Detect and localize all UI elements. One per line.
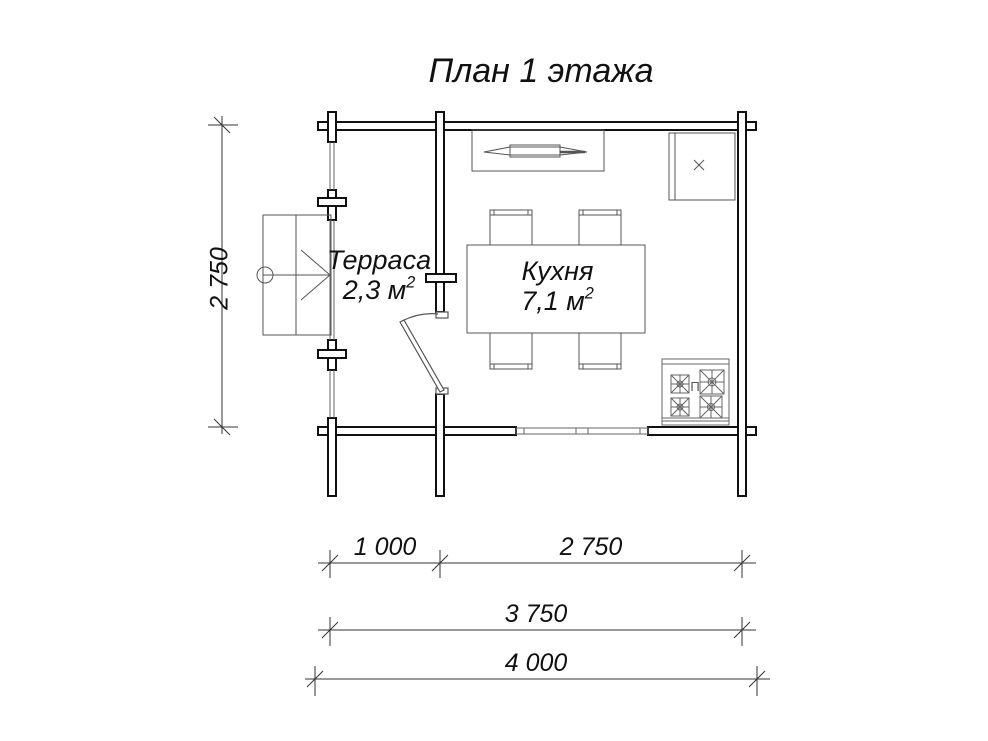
dimension-vertical-left: 2 750 bbox=[205, 247, 234, 310]
wall-bottom-left bbox=[317, 426, 517, 436]
dimension-bottom-2750: 2 750 bbox=[559, 533, 623, 561]
dimension-bottom-3750: 3 750 bbox=[504, 600, 568, 628]
room-label-terrace: Терраса 2,3 м2 bbox=[318, 245, 440, 305]
wall-top bbox=[317, 121, 757, 131]
dimension-bottom-4000: 4 000 bbox=[504, 649, 568, 677]
room-area-kitchen: 7,1 м2 bbox=[521, 284, 594, 317]
dimension-lines bbox=[208, 116, 770, 696]
wall-partition-lower bbox=[435, 393, 445, 497]
fridge bbox=[668, 132, 736, 201]
dimension-bottom-1000: 1 000 bbox=[353, 533, 417, 561]
kitchen-counter bbox=[471, 129, 605, 172]
plan-title: План 1 этажа bbox=[428, 52, 654, 90]
entrance-steps bbox=[256, 214, 332, 336]
post-bottom-left bbox=[327, 417, 337, 497]
room-name-terrace: Терраса bbox=[326, 245, 432, 275]
wall-right bbox=[737, 111, 747, 497]
room-label-kitchen: Кухня 7,1 м2 bbox=[490, 256, 625, 316]
room-name-kitchen: Кухня bbox=[521, 256, 594, 286]
stove bbox=[661, 358, 730, 426]
door bbox=[399, 311, 449, 395]
stove-label: П bbox=[690, 379, 700, 394]
dining-table bbox=[466, 209, 646, 370]
room-area-terrace: 2,3 м2 bbox=[342, 273, 416, 306]
window-bottom bbox=[515, 427, 649, 435]
